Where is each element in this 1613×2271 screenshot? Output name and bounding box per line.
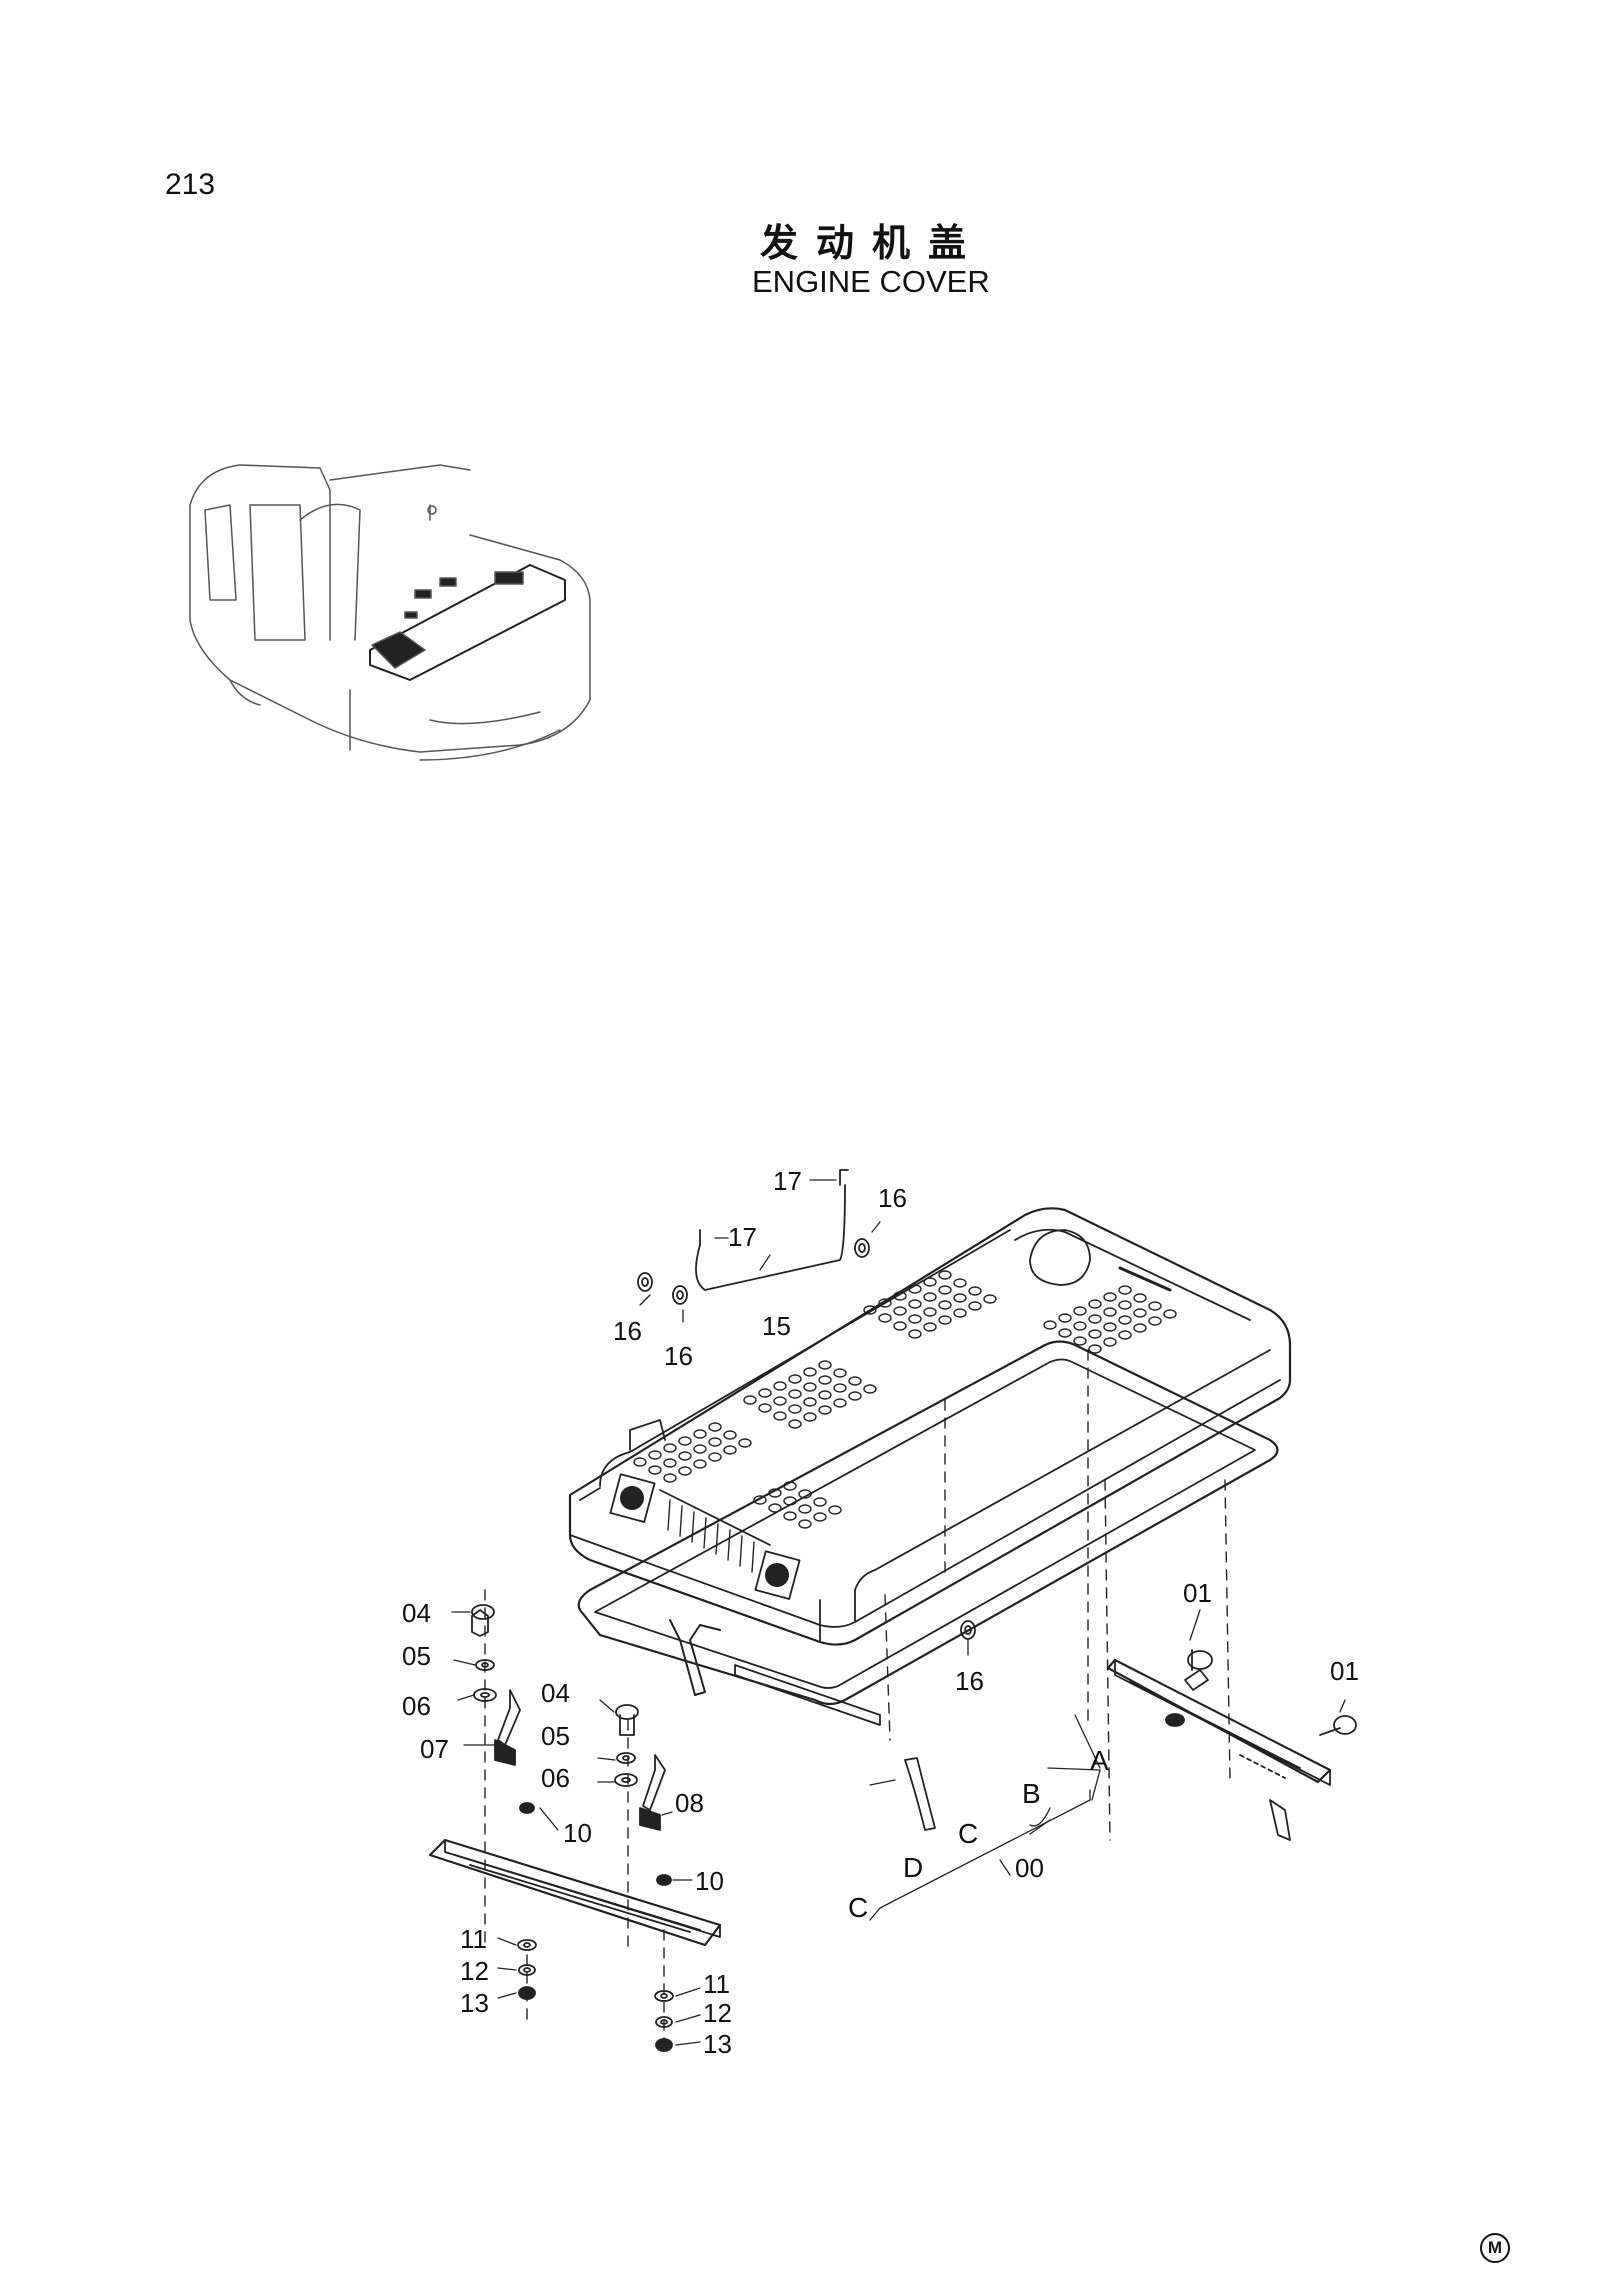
manufacturer-mark: M (1480, 2233, 1510, 2263)
label-17-top: 17 (773, 1166, 802, 1196)
washers-16 (637, 1238, 976, 1640)
label-16-top: 16 (878, 1183, 907, 1213)
bolt-01-right (1319, 1715, 1357, 1736)
label-06-left: 06 (402, 1691, 431, 1721)
vent-hole-group-rear (863, 1270, 1177, 1354)
seal-gasket (577, 1340, 1279, 1706)
label-A: A (1090, 1745, 1109, 1776)
label-04-left: 04 (402, 1598, 431, 1628)
engine-cover-hood (568, 1207, 1292, 1646)
label-13-right: 13 (703, 2029, 732, 2059)
label-05-right: 05 (541, 1721, 570, 1751)
label-C-left: C (848, 1892, 868, 1923)
label-08-latch: 08 (675, 1788, 704, 1818)
label-01-left: 01 (1183, 1578, 1212, 1608)
label-13-left: 13 (460, 1988, 489, 2018)
vent-hole-group-front (633, 1422, 842, 1529)
latch-assembly-left (471, 1604, 521, 1766)
bolts-10 (519, 1802, 672, 1886)
label-10-right: 10 (695, 1866, 724, 1896)
label-B: B (1022, 1778, 1041, 1809)
label-07-latch: 07 (420, 1734, 449, 1764)
page-number: 213 (165, 168, 216, 201)
seal-piece-d (734, 1664, 881, 1726)
label-06-right: 06 (541, 1763, 570, 1793)
support-rod (695, 1169, 849, 1291)
latch-assembly-right (614, 1704, 666, 1831)
label-17-left: 17 (728, 1222, 757, 1252)
label-04-right: 04 (541, 1678, 570, 1708)
bracket-plate-left (428, 1838, 722, 1947)
label-00-assembly: 00 (1015, 1853, 1044, 1883)
side-bracket-right (1106, 1658, 1332, 1841)
label-16-left-b: 16 (664, 1341, 693, 1371)
label-10-left: 10 (563, 1818, 592, 1848)
seal-piece-c-lower (904, 1757, 936, 1831)
excavator-location-illustration (189, 464, 591, 761)
label-11-right: 11 (703, 1969, 730, 1999)
title-english: ENGINE COVER (752, 264, 990, 299)
label-11-left: 11 (460, 1924, 487, 1954)
label-12-left: 12 (460, 1956, 489, 1986)
seal-piece-c-upper (669, 1619, 721, 1696)
label-01-right: 01 (1330, 1656, 1359, 1686)
label-D: D (903, 1852, 923, 1883)
nut-stack-left (517, 1939, 537, 2000)
label-C-right: C (958, 1818, 978, 1849)
vent-hole-group-middle (743, 1360, 877, 1429)
title-chinese: 发动机盖 (760, 223, 985, 265)
label-16-cover: 16 (955, 1666, 984, 1696)
bolt-01-left (1184, 1649, 1213, 1691)
label-12-right: 12 (703, 1998, 732, 2028)
label-15-rod: 15 (762, 1311, 791, 1341)
nut-stack-right (654, 1990, 674, 2052)
label-16-left-a: 16 (613, 1316, 642, 1346)
label-05-left: 05 (402, 1641, 431, 1671)
